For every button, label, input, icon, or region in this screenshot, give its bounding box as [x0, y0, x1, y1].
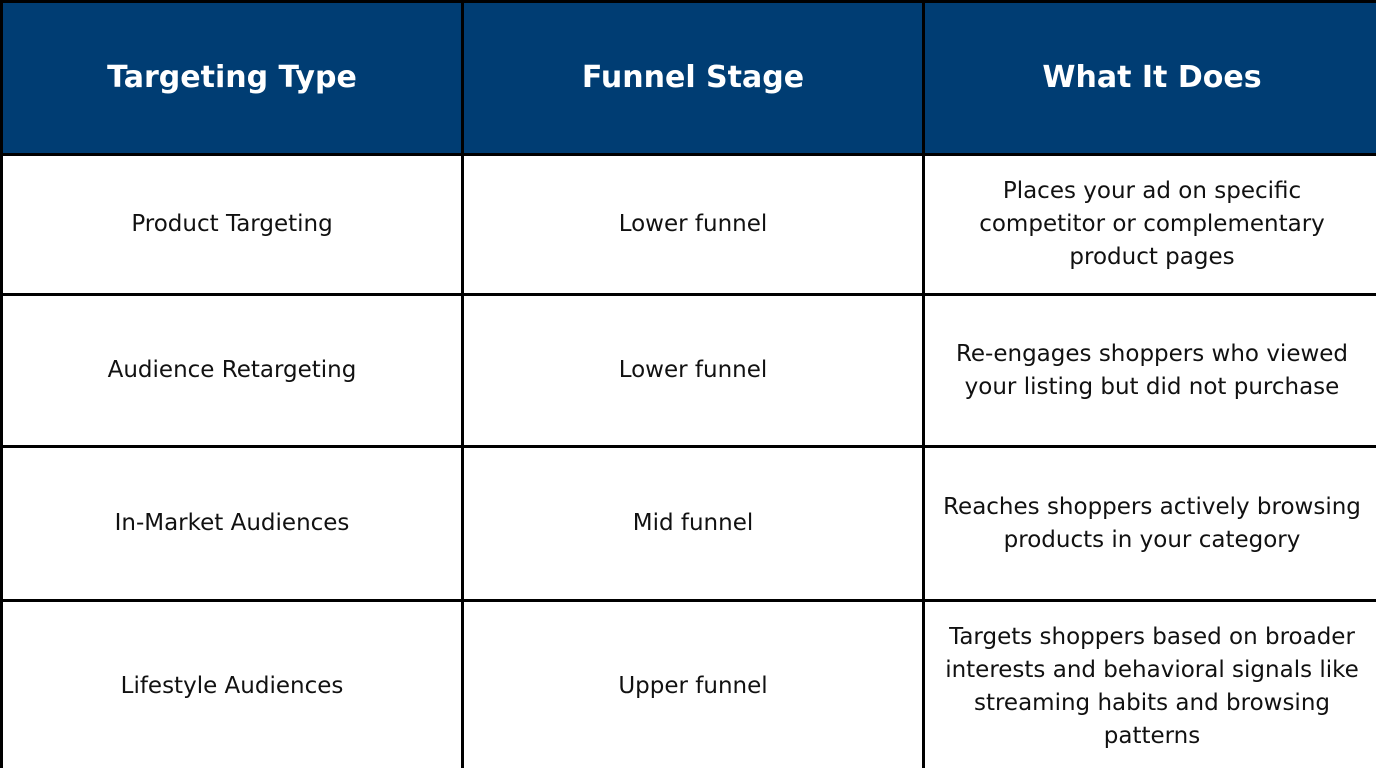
cell-what-it-does: Targets shoppers based on broader intere… [925, 602, 1376, 771]
cell-funnel-stage: Upper funnel [464, 602, 922, 771]
cell-targeting-type: Lifestyle Audiences [3, 602, 461, 771]
column-header-funnel-stage: Funnel Stage [464, 3, 922, 153]
cell-funnel-stage: Mid funnel [464, 448, 922, 599]
cell-what-it-does: Re-engages shoppers who viewed your list… [925, 296, 1376, 445]
column-header-what-it-does: What It Does [925, 3, 1376, 153]
cell-what-it-does: Reaches shoppers actively browsing produ… [925, 448, 1376, 599]
cell-what-it-does: Places your ad on specific competitor or… [925, 156, 1376, 293]
cell-funnel-stage: Lower funnel [464, 156, 922, 293]
cell-funnel-stage: Lower funnel [464, 296, 922, 445]
column-header-targeting-type: Targeting Type [3, 3, 461, 153]
cell-targeting-type: Product Targeting [3, 156, 461, 293]
cell-targeting-type: Audience Retargeting [3, 296, 461, 445]
cell-targeting-type: In-Market Audiences [3, 448, 461, 599]
